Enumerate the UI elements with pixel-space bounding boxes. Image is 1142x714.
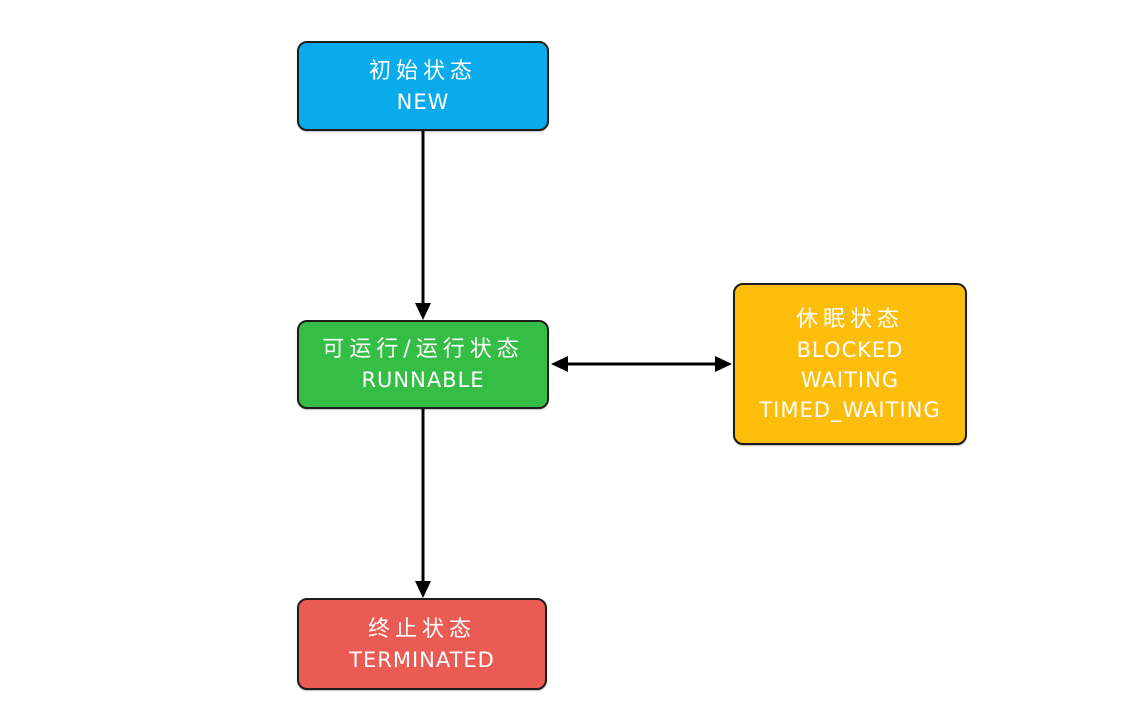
state-node-sleeping: 休眠状态 BLOCKED WAITING TIMED_WAITING xyxy=(733,283,967,445)
state-node-sleeping-line-waiting: WAITING xyxy=(800,367,900,392)
state-node-terminated: 终止状态 TERMINATED xyxy=(297,598,547,690)
arrow-new-to-runnable xyxy=(415,131,431,320)
state-node-new-label-zh: 初始状态 xyxy=(368,58,477,84)
arrow-runnable-to-terminated-head-down xyxy=(415,581,431,598)
arrow-runnable-sleeping-head-right xyxy=(715,356,732,372)
arrow-runnable-sleeping-head-left xyxy=(551,356,568,372)
state-node-sleeping-line-blocked: BLOCKED xyxy=(796,337,904,362)
state-node-runnable-label-en: RUNNABLE xyxy=(361,368,485,392)
state-node-runnable: 可运行/运行状态 RUNNABLE xyxy=(297,320,549,409)
state-node-runnable-label-zh: 可运行/运行状态 xyxy=(322,337,524,362)
arrow-runnable-to-terminated xyxy=(415,409,431,598)
state-node-sleeping-label-zh: 休眠状态 xyxy=(795,306,904,332)
state-node-terminated-label-en: TERMINATED xyxy=(349,647,495,672)
arrow-new-to-runnable-head-down xyxy=(415,303,431,320)
state-node-terminated-label-zh: 终止状态 xyxy=(367,616,476,642)
state-node-new: 初始状态 NEW xyxy=(297,41,549,131)
state-node-new-label-en: NEW xyxy=(396,89,450,114)
state-node-sleeping-line-timed-waiting: TIMED_WAITING xyxy=(759,397,941,422)
arrow-runnable-sleeping-bidirectional xyxy=(551,356,732,372)
